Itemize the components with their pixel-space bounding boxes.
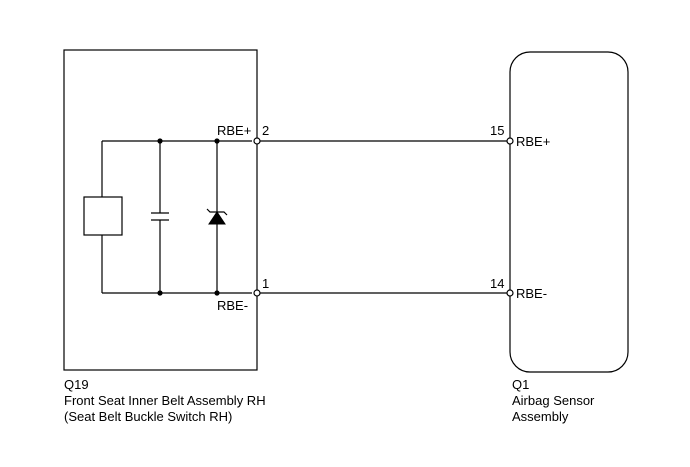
pin-terminal-right-top	[506, 137, 514, 145]
right-pin-top-label: RBE+	[516, 134, 550, 149]
switch-element	[83, 196, 123, 236]
left-pin-bottom-label: RBE-	[217, 298, 248, 313]
junction-dot	[157, 290, 163, 296]
left-component-code: Q19	[64, 377, 89, 392]
right-pin-top-number: 15	[490, 123, 504, 138]
pin-terminal-left-top	[253, 137, 261, 145]
left-component-name-line2: (Seat Belt Buckle Switch RH)	[64, 409, 232, 424]
right-component-code: Q1	[512, 377, 529, 392]
left-internal-circuit	[83, 138, 252, 296]
right-pin-bottom-label: RBE-	[516, 286, 547, 301]
right-component-box	[509, 51, 629, 373]
pin-terminal-right-bottom	[506, 289, 514, 297]
left-pin-top-number: 2	[262, 123, 269, 138]
right-pin-bottom-number: 14	[490, 276, 504, 291]
pin-terminal-left-bottom	[253, 289, 261, 297]
junction-dot	[214, 138, 220, 144]
junction-dot	[214, 290, 220, 296]
left-component-name-line1: Front Seat Inner Belt Assembly RH	[64, 393, 266, 408]
right-component-name-line1: Airbag Sensor	[512, 393, 595, 408]
junction-dot	[157, 138, 163, 144]
capacitor-symbol	[151, 141, 169, 293]
left-pin-bottom-number: 1	[262, 276, 269, 291]
right-component-name-line2: Assembly	[512, 409, 569, 424]
left-pin-top-label: RBE+	[217, 123, 251, 138]
zener-diode-symbol	[206, 141, 228, 293]
